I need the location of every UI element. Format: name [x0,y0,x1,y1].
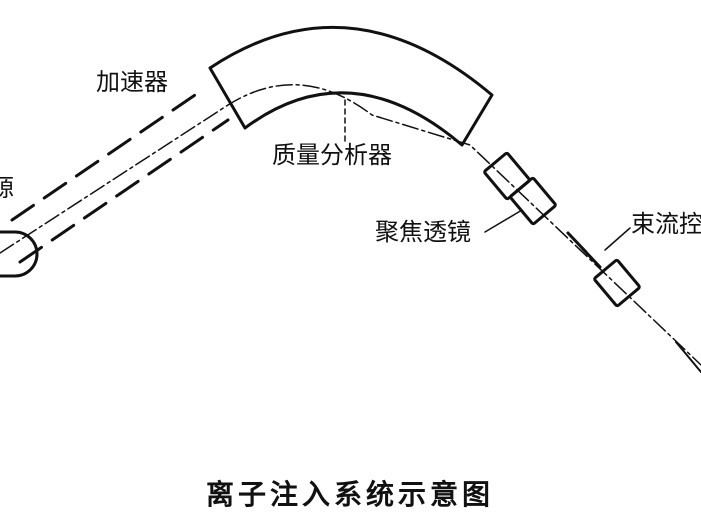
mass-analyzer [208,25,494,147]
focus-lens-2 [509,176,557,226]
beam-axis [0,84,701,366]
beam-control-leader [604,227,631,251]
accelerator-label: 加速器 [96,68,168,96]
mass-analyzer-label: 质量分析器 [272,141,392,169]
ion-source-label: 源 [0,174,14,202]
ion-source [0,230,39,278]
focus-lens-leader [484,209,523,233]
diagram-caption: 离子注入系统示意图 [206,478,494,511]
accelerator-wall-lower [18,118,230,264]
focus-lens-label: 聚焦透镜 [375,218,471,246]
beam-control-dash-2 [580,246,602,269]
focus-lens-1 [483,151,531,201]
accelerator-wall-upper [10,93,197,222]
beam-control-label: 束流控 [631,210,701,238]
beam-control-box [593,258,641,308]
scan-plate [675,341,701,373]
